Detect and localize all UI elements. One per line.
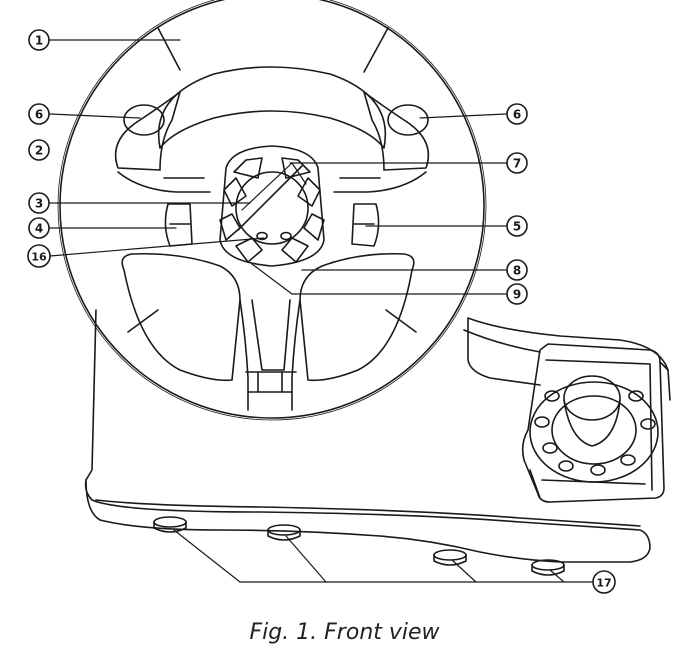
steering-wheel: [57, 0, 487, 421]
callout-2-label: 2: [35, 144, 43, 158]
foot-2: [267, 524, 301, 541]
foot-4: [531, 559, 565, 576]
callout-6-left: 6: [28, 103, 50, 125]
callout-1-label: 1: [35, 34, 43, 48]
callout-leaders: [49, 39, 593, 583]
callout-16-label: 16: [31, 251, 47, 264]
callout-9: 9: [506, 283, 528, 305]
callout-6-right-label: 6: [513, 108, 521, 122]
callout-2: 2: [28, 139, 50, 161]
wheel-base: [84, 309, 671, 563]
callout-3-label: 3: [35, 197, 43, 211]
callout-4-label: 4: [35, 222, 43, 236]
callout-4: 4: [28, 217, 50, 239]
foot-1: [153, 516, 187, 533]
foot-3: [433, 549, 467, 566]
callout-17-label: 17: [596, 577, 611, 590]
callout-8-label: 8: [513, 264, 521, 278]
callout-17: 17: [592, 570, 616, 594]
callout-16: 16: [27, 244, 51, 268]
callout-6-right: 6: [506, 103, 528, 125]
figure-caption: Fig. 1. Front view: [249, 620, 440, 645]
gear-shifter: [521, 343, 669, 503]
callout-5: 5: [506, 215, 528, 237]
callout-3: 3: [28, 192, 50, 214]
callout-7-label: 7: [513, 157, 521, 171]
callout-9-label: 9: [513, 288, 521, 302]
wheel-front-view-diagram: 1 2 6 6 7 3 4 5 16 8 9 17: [27, 0, 671, 594]
base-feet: [153, 516, 565, 576]
callout-5-label: 5: [513, 220, 521, 234]
callout-8: 8: [506, 259, 528, 281]
callout-1: 1: [28, 29, 50, 51]
callout-7: 7: [506, 152, 528, 174]
callout-6-left-label: 6: [35, 108, 43, 122]
